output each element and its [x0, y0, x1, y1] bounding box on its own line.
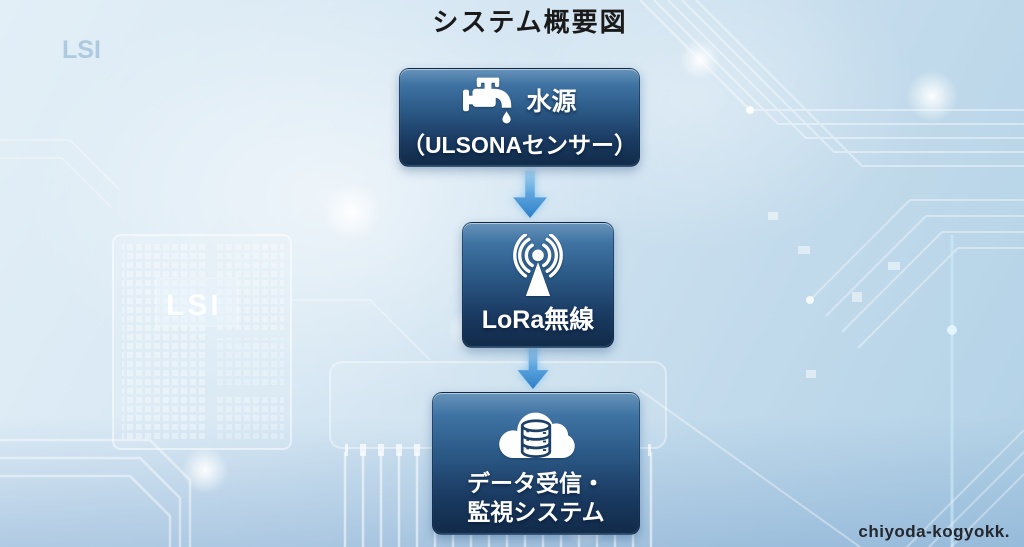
- node-data-label-line2: 監視システム: [467, 498, 605, 525]
- antenna-icon: [513, 234, 563, 297]
- circuit-traces-right: [639, 199, 1024, 547]
- page-title: システム概要図: [432, 7, 628, 37]
- circuit-traces-top-right: [639, 0, 1024, 167]
- node-water-source-row: 水源: [462, 75, 577, 125]
- arrow-down-icon: [513, 171, 547, 218]
- node-water-source: 水源 （ULSONAセンサー）: [399, 68, 640, 167]
- lsi-chip-die: LSI: [112, 234, 292, 450]
- arrow-down-icon: [517, 346, 549, 389]
- chip-label: LSI: [166, 289, 222, 322]
- node-water-source-sublabel: （ULSONAセンサー）: [401, 132, 638, 158]
- circuit-traces-top-left: [0, 139, 431, 361]
- circuit-traces-bottom-left: [0, 438, 192, 547]
- node-lora-wireless: LoRa無線: [462, 222, 614, 348]
- chip-label-faint: LSI: [62, 36, 101, 64]
- node-data-label-line1: データ受信・: [467, 469, 605, 496]
- node-lora-label: LoRa無線: [481, 306, 595, 334]
- cloud-database-icon: [499, 412, 575, 458]
- circuit-traces-bottom-right: [906, 429, 1024, 547]
- node-data-monitoring: データ受信・ 監視システム: [432, 392, 640, 535]
- watermark: chiyoda-kogyokk.: [858, 522, 1010, 541]
- solder-pads: [768, 212, 900, 378]
- node-water-source-label: 水源: [526, 88, 577, 116]
- faucet-icon: [463, 77, 512, 124]
